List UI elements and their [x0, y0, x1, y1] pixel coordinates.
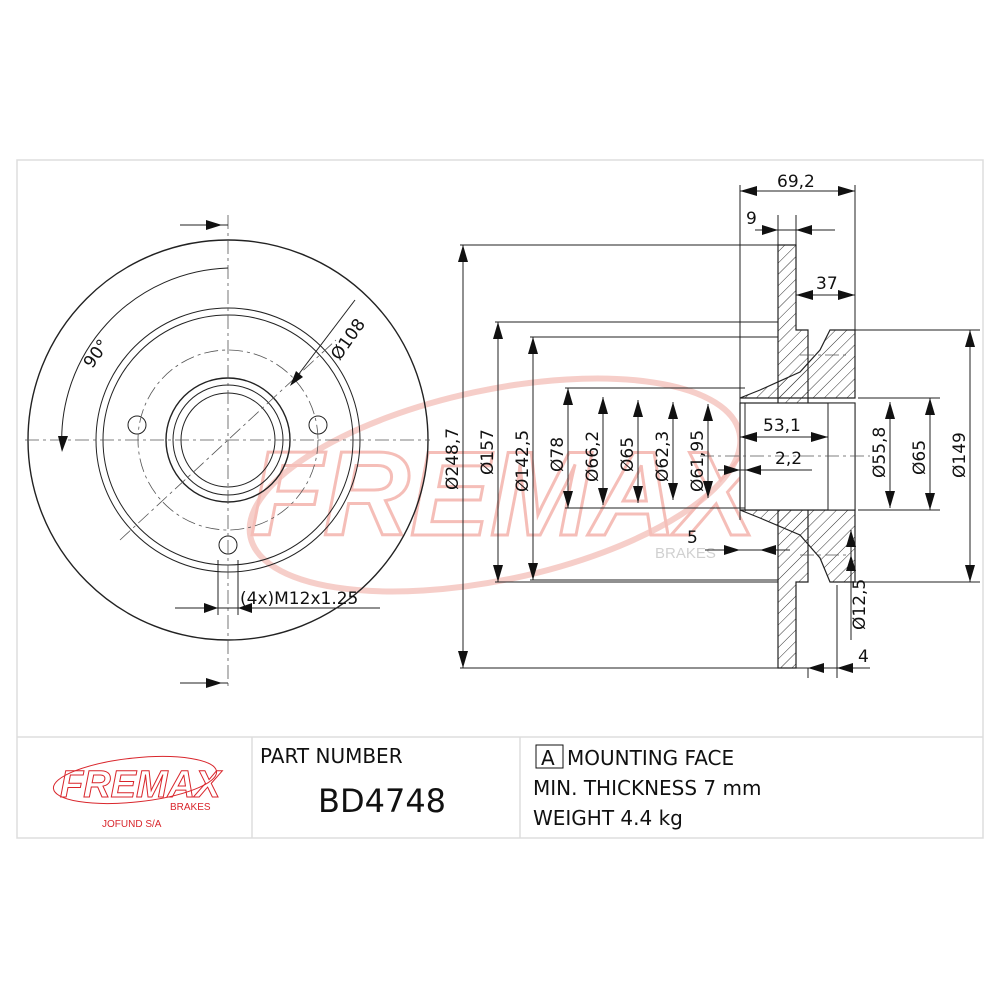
dim-9: 9	[746, 209, 757, 229]
angle-arc	[61, 267, 229, 451]
thread-label: (4x)M12x1.25	[240, 589, 358, 609]
hub-section-lower	[739, 509, 856, 583]
company-name: JOFUND S/A	[102, 819, 162, 830]
dim-2-2: 2,2	[775, 449, 802, 469]
fremax-logo: FREMAX BRAKES JOFUND S/A	[52, 756, 224, 830]
dim-157: Ø157	[478, 429, 498, 475]
dim-66-2: Ø66,2	[583, 431, 603, 482]
min-thickness: MIN. THICKNESS 7 mm	[533, 776, 761, 800]
fremax-watermark: FREMAX BRAKES	[246, 375, 765, 595]
datum-box	[535, 744, 564, 769]
dim-12-5: Ø12,5	[850, 579, 870, 630]
datum-letter: A	[541, 746, 555, 770]
dim-78: Ø78	[548, 437, 568, 472]
dim-142-5: Ø142,5	[513, 430, 533, 492]
bolt-hole	[127, 415, 147, 435]
dim-4: 4	[858, 647, 869, 667]
watermark-brand: FREMAX	[250, 427, 764, 561]
right-diameter-dimensions: Ø55,8 Ø65 Ø149	[870, 330, 975, 582]
dim-65-left: Ø65	[618, 437, 638, 472]
dim-69-2: 69,2	[777, 172, 815, 192]
angle-label: 90°	[80, 336, 114, 372]
dim-5: 5	[687, 528, 698, 548]
part-number-label: PART NUMBER	[260, 744, 403, 768]
section-view: Ø248,7 Ø157 Ø142,5 Ø78 Ø66,2 Ø65 Ø62,3 Ø…	[443, 172, 980, 678]
dim-53-1: 53,1	[763, 416, 801, 436]
drawing-frame	[16, 159, 984, 839]
pcd-label: Ø108	[327, 315, 370, 364]
dim-149: Ø149	[950, 432, 970, 478]
dim-62-3: Ø62,3	[653, 431, 673, 482]
part-number: BD4748	[318, 782, 446, 820]
dim-61-95: Ø61,95	[688, 430, 708, 492]
watermark-sub: BRAKES	[655, 545, 716, 562]
pcd-circle	[137, 349, 319, 531]
dim-65-right: Ø65	[910, 440, 930, 475]
hub-section-upper	[739, 329, 856, 399]
dim-248-7: Ø248,7	[443, 428, 463, 490]
dim-37: 37	[816, 274, 838, 294]
left-diameter-dimensions: Ø248,7 Ø157 Ø142,5 Ø78 Ø66,2 Ø65 Ø62,3 Ø…	[443, 245, 713, 668]
logo-brand: FREMAX	[60, 764, 223, 806]
mounting-face-label: MOUNTING FACE	[567, 746, 734, 770]
dim-55-8: Ø55,8	[870, 427, 890, 478]
logo-sub: BRAKES	[170, 802, 211, 813]
weight: WEIGHT 4.4 kg	[533, 806, 683, 830]
